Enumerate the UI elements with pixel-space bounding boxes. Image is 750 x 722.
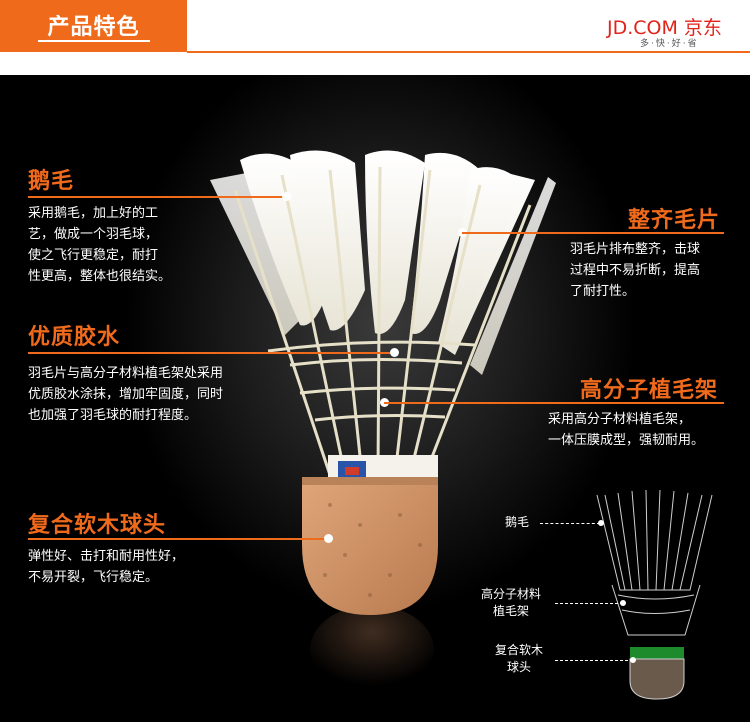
desc-line: 弹性好、击打和耐用性好， — [28, 549, 185, 564]
diagram-frame-dot — [620, 600, 626, 606]
diagram-frame-leader — [555, 603, 623, 604]
desc-line: 采用高分子材料植毛架， — [548, 412, 692, 427]
feature-neat-feathers-heading: 整齐毛片 — [628, 208, 721, 233]
feature-frame-pointer — [384, 402, 724, 404]
diagram-frame-label: 高分子材料 植毛架 — [481, 586, 541, 620]
feature-neat-feathers-desc: 羽毛片排布整齐，击球 过程中不易折断，提高 了耐打性。 — [570, 239, 700, 302]
feature-goose-feather-desc: 采用鹅毛，加上好的工 艺，做成一个羽毛球， 使之飞行更稳定，耐打 性更高，整体也… — [28, 203, 171, 287]
desc-line: 一体压膜成型，强韧耐用。 — [548, 433, 705, 448]
desc-line: 羽毛片与高分子材料植毛架处采用 — [28, 366, 224, 381]
feature-neat-feathers-pointer — [462, 232, 724, 234]
desc-line: 使之飞行更稳定，耐打 — [28, 248, 159, 263]
desc-line: 羽毛片排布整齐，击球 — [570, 242, 701, 257]
feature-glue-dot — [390, 348, 399, 357]
diagram-cork-dot — [630, 657, 636, 663]
diagram-feather-leader — [540, 523, 600, 524]
diagram-feather-label: 鹅毛 — [505, 515, 530, 529]
feature-frame-heading: 高分子植毛架 — [580, 378, 719, 403]
feature-goose-feather-heading: 鹅毛 — [28, 169, 75, 194]
diagram-frame-label-line: 植毛架 — [493, 604, 530, 618]
title-underline — [38, 40, 150, 42]
diagram-cork-label-line: 复合软木 — [495, 643, 544, 657]
diagram-cork-label-line: 球头 — [507, 660, 532, 674]
feature-goose-feather-dot — [282, 192, 291, 201]
feature-goose-feather-pointer — [28, 196, 286, 198]
diagram-cork-label: 复合软木 球头 — [495, 642, 543, 676]
desc-line: 采用鹅毛，加上好的工 — [28, 206, 159, 221]
jd-logo: JD.COM 京东 — [607, 17, 722, 39]
desc-line: 过程中不易折断，提高 — [570, 263, 701, 278]
feature-cork-dot — [324, 534, 333, 543]
shuttlecock-image — [210, 150, 713, 700]
diagram-cork-leader — [555, 660, 633, 661]
desc-line: 性更高，整体也很结实。 — [28, 269, 172, 284]
desc-line: 也加强了羽毛球的耐打程度。 — [28, 408, 198, 423]
section-title: 产品特色 — [47, 15, 140, 40]
header: 产品特色 JD.COM 京东 多·快·好·省 — [0, 0, 750, 75]
feature-frame-desc: 采用高分子材料植毛架， 一体压膜成型，强韧耐用。 — [548, 409, 704, 451]
desc-line: 优质胶水涂抹，增加牢固度，同时 — [28, 387, 224, 402]
diagram-frame-label-line: 高分子材料 — [481, 587, 542, 601]
product-scene: 鹅毛 采用鹅毛，加上好的工 艺，做成一个羽毛球， 使之飞行更稳定，耐打 性更高，… — [0, 75, 750, 722]
feature-cork-desc: 弹性好、击打和耐用性好， 不易开裂，飞行稳定。 — [28, 546, 184, 588]
diagram-feather-dot — [598, 520, 604, 526]
feature-glue-pointer — [28, 352, 394, 354]
feature-cork-pointer — [28, 538, 328, 540]
feature-glue-desc: 羽毛片与高分子材料植毛架处采用 优质胶水涂抹，增加牢固度，同时 也加强了羽毛球的… — [28, 363, 223, 426]
desc-line: 不易开裂，飞行稳定。 — [28, 570, 159, 585]
section-title-banner — [0, 0, 187, 52]
desc-line: 艺，做成一个羽毛球， — [28, 227, 159, 242]
header-divider — [187, 51, 750, 53]
feature-glue-heading: 优质胶水 — [28, 325, 121, 350]
feature-cork-heading: 复合软木球头 — [28, 513, 167, 538]
jd-slogan: 多·快·好·省 — [640, 39, 699, 49]
desc-line: 了耐打性。 — [570, 284, 636, 299]
